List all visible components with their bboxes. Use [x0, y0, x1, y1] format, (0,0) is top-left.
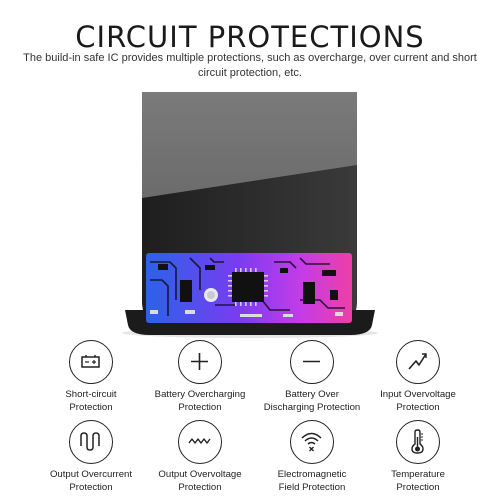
page-subtitle: The build-in safe IC provides multiple p… — [23, 52, 477, 79]
plus-icon — [178, 340, 222, 384]
feature-temperature: Temperature Protection — [356, 420, 480, 494]
feature-label-line1: Short-circuit — [65, 389, 117, 400]
feature-label-line1: Electromagnetic — [277, 469, 347, 480]
feature-label-line2: Protection — [396, 402, 440, 413]
thermometer-icon — [396, 420, 440, 464]
feature-label-line1: Input Overvoltage — [380, 389, 456, 400]
feature-label-line2: Protection — [396, 482, 440, 493]
feature-label-line2: Field Protection — [278, 482, 346, 493]
feature-label-line1: Output Overvoltage — [158, 469, 242, 480]
feature-label-line2: Discharging Protection — [263, 402, 361, 413]
feature-output-overcurrent: Output Overcurrent Protection — [29, 420, 153, 494]
feature-input-overvoltage: Input Overvoltage Protection — [356, 340, 480, 414]
minus-icon — [290, 340, 334, 384]
feature-label-line2: Protection — [69, 482, 113, 493]
lightning-icon — [396, 340, 440, 384]
wifi-shield-icon — [290, 420, 334, 464]
feature-label-line2: Protection — [178, 402, 222, 413]
feature-label-line1: Battery Overcharging — [154, 389, 246, 400]
feature-short-circuit: Short-circuit Protection — [29, 340, 153, 414]
page-title: CIRCUIT PROTECTIONS — [75, 20, 425, 54]
zigzag-wave-icon — [178, 420, 222, 464]
battery-pcb-illustration — [122, 92, 378, 338]
battery-short-icon — [69, 340, 113, 384]
feature-label-line1: Battery Over — [285, 389, 339, 400]
feature-label-line1: Output Overcurrent — [49, 469, 133, 480]
feature-label-line2: Protection — [178, 482, 222, 493]
feature-label-line2: Protection — [69, 402, 113, 413]
feature-battery-overcharging: Battery Overcharging Protection — [138, 340, 262, 414]
feature-label-line1: Temperature — [391, 469, 445, 480]
feature-battery-over-discharging: Battery Over Discharging Protection — [250, 340, 374, 414]
feature-electromagnetic-field: Electromagnetic Field Protection — [250, 420, 374, 494]
wave-current-icon — [69, 420, 113, 464]
feature-output-overvoltage: Output Overvoltage Protection — [138, 420, 262, 494]
